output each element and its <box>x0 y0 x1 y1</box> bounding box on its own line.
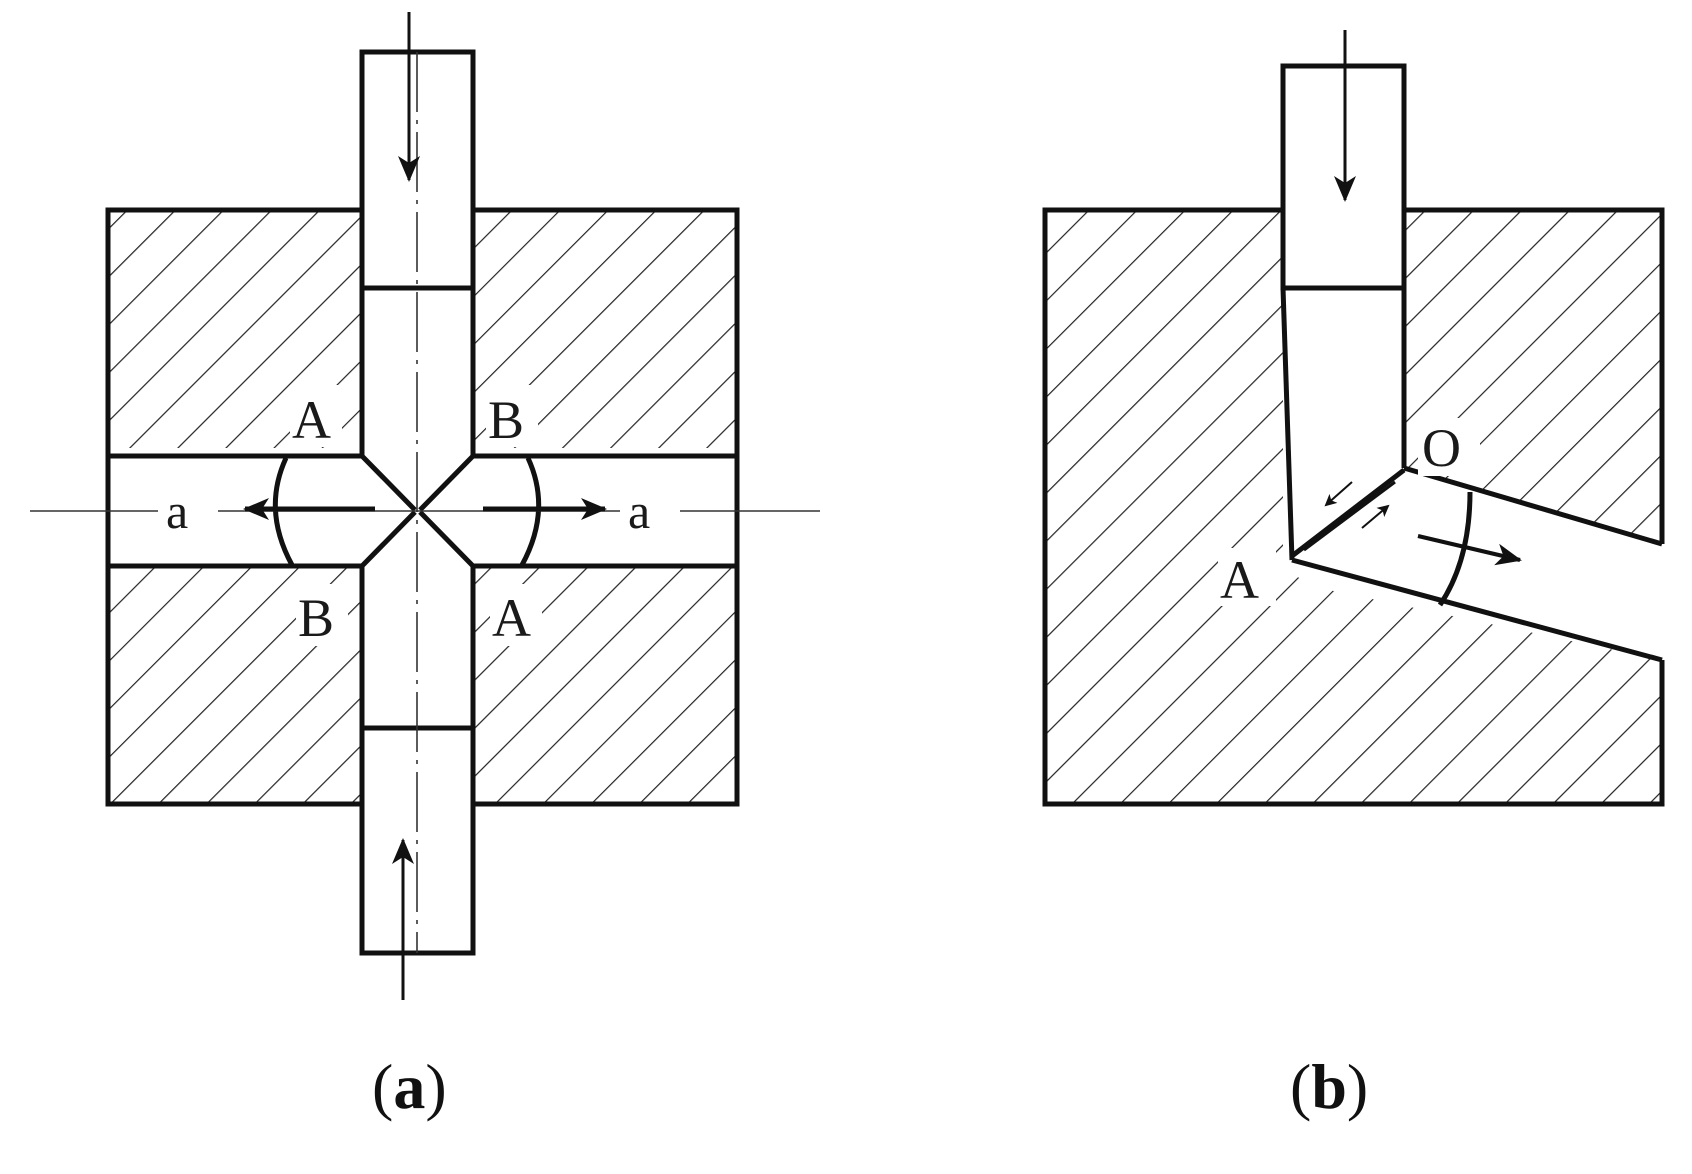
label-corner-inner: O <box>1422 418 1461 478</box>
label-box-a-left <box>158 484 218 540</box>
label-box-o <box>1418 418 1480 476</box>
caption-b-close: ) <box>1346 1051 1369 1122</box>
caption-a: (a) <box>372 1055 447 1119</box>
label-box-a-right <box>620 484 680 540</box>
die-upper-right <box>473 210 737 448</box>
caption-b-open: ( <box>1290 1051 1312 1122</box>
caption-b: (b) <box>1290 1055 1368 1119</box>
caption-a-open: ( <box>372 1051 394 1122</box>
diagram-a: A B B A a a <box>30 12 820 1000</box>
label-lower-right-corner: A <box>492 588 531 648</box>
shear-arrow-down <box>1324 481 1353 507</box>
caption-b-letter: b <box>1311 1051 1347 1122</box>
diagram-b: O A <box>1042 30 1665 807</box>
label-box-a-lr <box>490 584 542 646</box>
arrow-exit-b <box>1417 534 1522 566</box>
die-b-outline <box>1042 207 1665 807</box>
shear-arrow-up <box>1361 504 1390 529</box>
label-box-a-b <box>1218 548 1276 606</box>
label-corner-outer: A <box>1220 550 1259 610</box>
caption-a-letter: a <box>393 1051 426 1122</box>
shear-arc-b <box>1437 491 1473 607</box>
label-upper-left-corner: A <box>292 390 331 450</box>
label-box-b-ur <box>486 385 538 447</box>
label-box-a-ul <box>290 385 342 447</box>
label-lower-left-corner: B <box>298 588 334 648</box>
label-left-section: a <box>166 483 188 539</box>
label-upper-right-corner: B <box>488 390 524 450</box>
junction-lines <box>359 288 476 728</box>
caption-a-close: ) <box>425 1051 447 1122</box>
label-right-section: a <box>628 483 650 539</box>
label-box-b-ll <box>296 584 348 646</box>
die-body-hatch <box>1045 210 1662 804</box>
channel-b-walls <box>1280 285 1663 663</box>
